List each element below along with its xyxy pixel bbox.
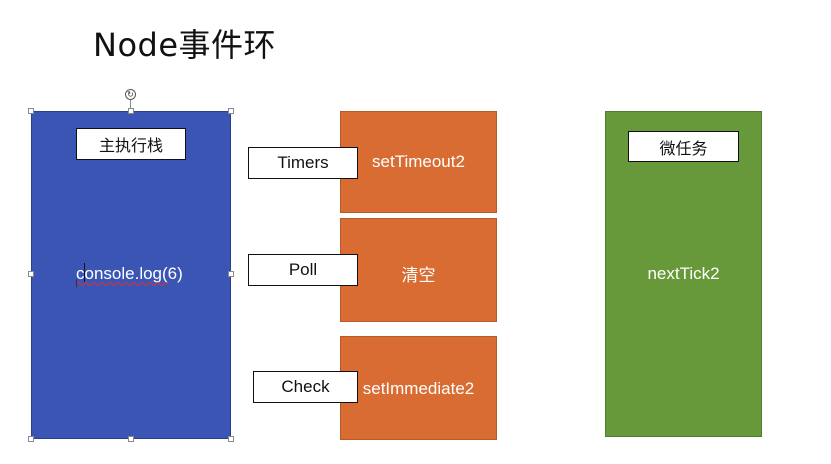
- main-stack-box[interactable]: [31, 111, 231, 439]
- phase-timers-label: Timers: [248, 147, 358, 179]
- main-stack-content[interactable]: console.log(6): [76, 264, 183, 283]
- text-cursor: [84, 263, 85, 282]
- main-stack-label: 主执行栈: [76, 128, 186, 160]
- resize-handle-e[interactable]: [228, 271, 234, 277]
- resize-handle-sw[interactable]: [28, 436, 34, 442]
- spellcheck-underline: [76, 282, 168, 286]
- resize-handle-s[interactable]: [128, 436, 134, 442]
- resize-handle-ne[interactable]: [228, 108, 234, 114]
- phase-check-label: Check: [253, 371, 358, 403]
- resize-handle-n[interactable]: [128, 108, 134, 114]
- phase-timers-box[interactable]: setTimeout2: [340, 111, 497, 213]
- phase-poll-box[interactable]: 清空: [340, 218, 497, 322]
- microtask-box[interactable]: [605, 111, 762, 437]
- rotation-handle-line: [130, 100, 131, 111]
- phase-poll-label: Poll: [248, 254, 358, 286]
- rotate-handle-icon[interactable]: ↻: [125, 89, 136, 100]
- resize-handle-nw[interactable]: [28, 108, 34, 114]
- slide-title: Node事件环: [93, 26, 277, 64]
- ibeam-cursor-icon: I: [75, 278, 79, 290]
- phase-check-box[interactable]: setImmediate2: [340, 336, 497, 440]
- microtask-content: nextTick2: [647, 264, 720, 283]
- resize-handle-w[interactable]: [28, 271, 34, 277]
- microtask-label: 微任务: [628, 131, 739, 162]
- resize-handle-se[interactable]: [228, 436, 234, 442]
